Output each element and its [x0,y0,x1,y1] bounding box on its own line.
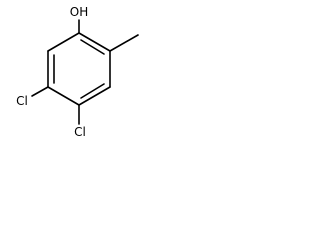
bond-c1-c2 [78,32,111,52]
double-bond-inner-c1-c2 [80,39,105,55]
bond-c6-c1 [47,32,80,52]
bond-to-methyl [109,34,139,52]
hydroxyl-label: OH [70,5,88,19]
chloro-lower-label: Cl [74,125,86,139]
bond-c3-c4 [78,86,111,106]
ring-bonds [47,32,111,106]
bond-to-chloro-upper [31,86,49,97]
bond-c4-c5 [47,86,80,106]
substituent-bonds [31,19,139,125]
molecule-structure-diagram: OH Cl Cl [16,5,139,139]
atom-labels: OH Cl Cl [16,5,88,139]
chloro-upper-label: Cl [16,94,28,108]
double-bond-inner-c3-c4 [80,83,105,99]
